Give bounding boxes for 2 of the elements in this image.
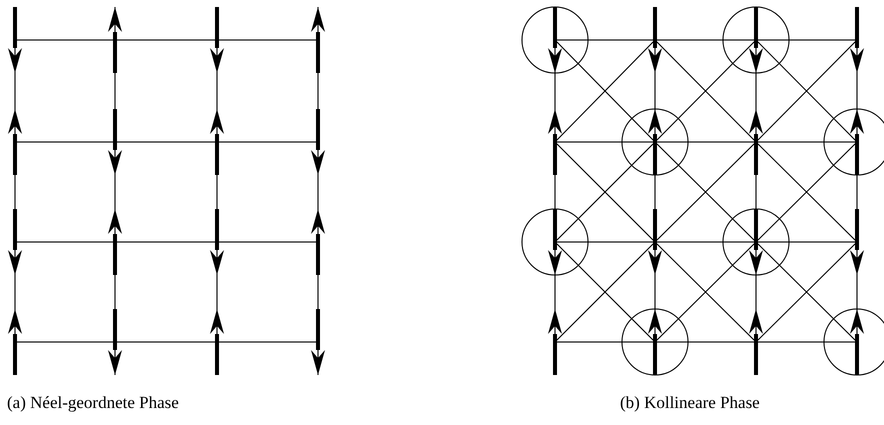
caption: (b) Kollineare Phase	[620, 393, 760, 413]
caption: (a) Néel-geordnete Phase	[7, 393, 179, 413]
